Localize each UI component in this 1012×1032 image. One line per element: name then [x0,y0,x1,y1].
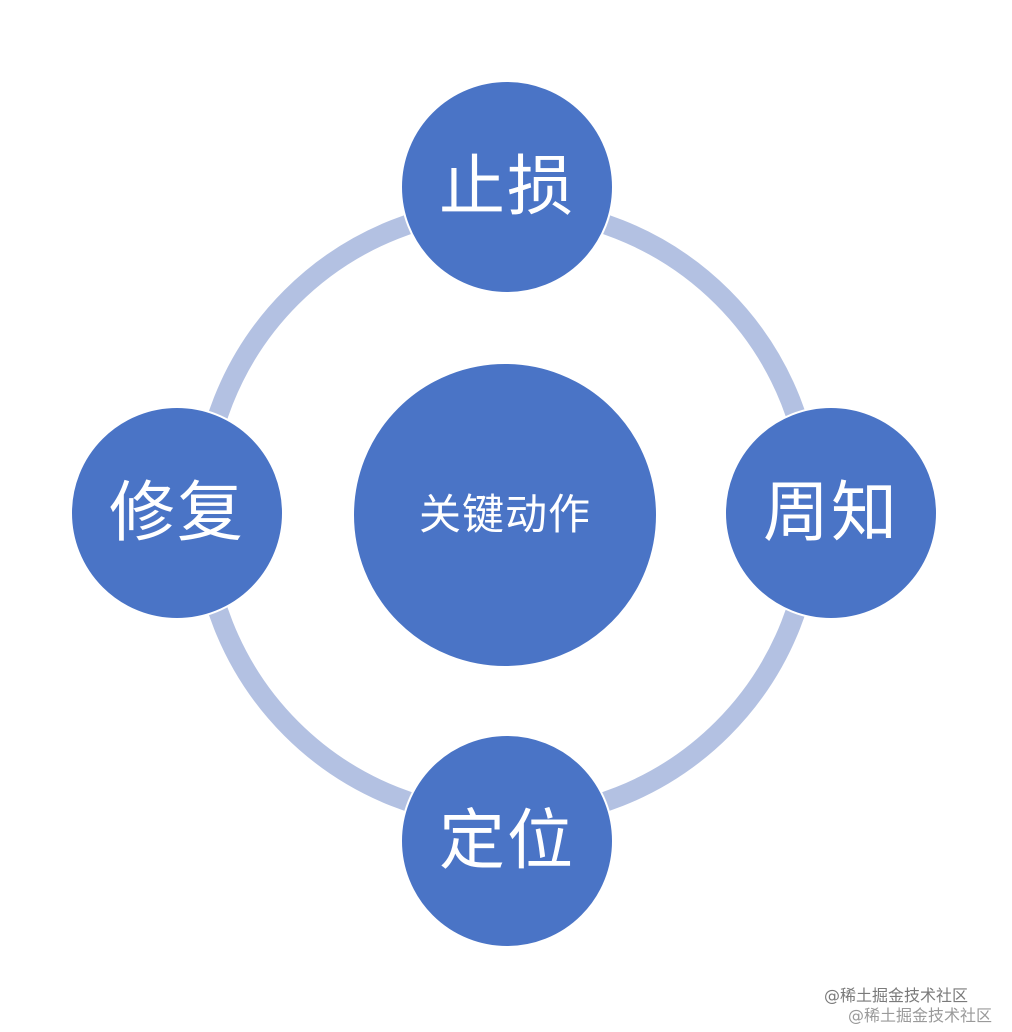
watermark-secondary: @稀土掘金技术社区 [848,1006,993,1025]
node-locate: 定位 [400,734,614,948]
node-locate-label: 定位 [439,802,575,879]
node-stop-loss: 止损 [400,80,614,294]
node-repair: 修复 [70,406,284,620]
node-notify-label: 周知 [763,474,899,551]
center-node: 关键动作 [352,362,658,668]
node-notify: 周知 [724,406,938,620]
watermark-primary: @稀土掘金技术社区 [824,986,969,1005]
node-repair-label: 修复 [109,474,245,551]
node-stop-loss-label: 止损 [439,148,575,225]
center-node-label: 关键动作 [418,490,591,539]
